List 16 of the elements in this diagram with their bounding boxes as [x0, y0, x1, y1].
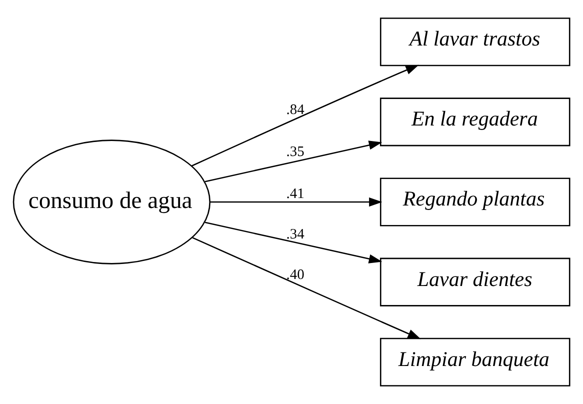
node-box: Al lavar trastos — [380, 18, 570, 66]
arrow — [204, 140, 382, 182]
edge-label: .35 — [286, 144, 304, 160]
arrow — [204, 222, 382, 264]
node-box: En la regadera — [380, 98, 570, 146]
node-ellipse: consumo de agua — [12, 140, 211, 264]
edge-label: .40 — [286, 267, 304, 284]
edge-label: .84 — [286, 102, 304, 118]
node-box: Regando plantas — [380, 178, 570, 226]
arrow — [192, 237, 421, 340]
arrow — [192, 64, 419, 166]
node-box: Lavar dientes — [380, 258, 570, 306]
arrow — [210, 197, 382, 207]
node-box: Limpiar banqueta — [380, 338, 570, 386]
edge-label: .34 — [286, 226, 304, 242]
edge-label: .41 — [286, 186, 304, 202]
